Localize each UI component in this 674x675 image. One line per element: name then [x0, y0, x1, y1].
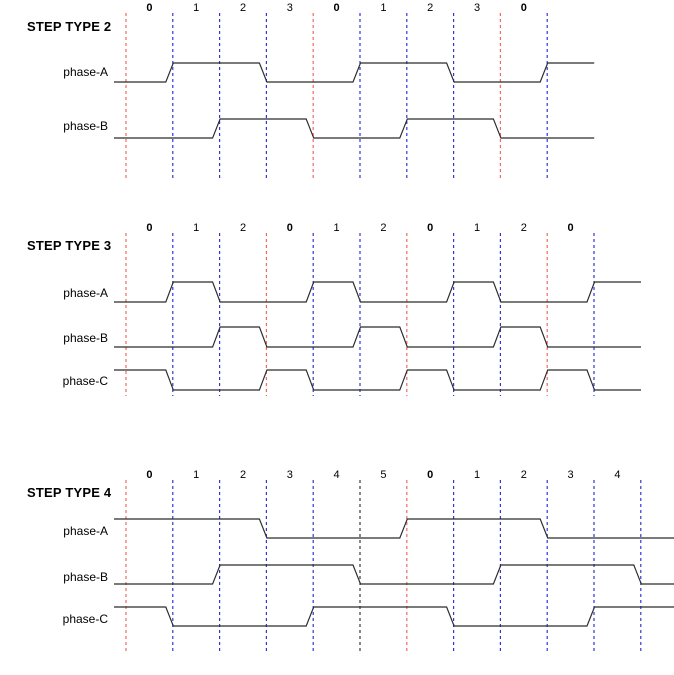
phase-label-b: phase-B [63, 570, 108, 584]
section-title: STEP TYPE 2 [27, 19, 112, 34]
waveform-phase-C [114, 369, 641, 391]
waveform-phase-A [114, 518, 674, 539]
step-number-label: 2 [520, 222, 527, 234]
step-number-label: 1 [473, 222, 481, 234]
section-title: STEP TYPE 4 [27, 485, 112, 500]
section-step-type-4: STEP TYPE 4 phase-A phase-B phase-C 0 1 2 3… [0, 461, 674, 675]
step-number-label: 0 [286, 222, 293, 234]
phase-label-c: phase-C [62, 374, 108, 388]
step-number-label: 3 [567, 469, 574, 481]
step-number-label: 0 [567, 222, 574, 234]
phase-label-a: phase-A [63, 65, 108, 79]
section-step-type-2: STEP TYPE 2 phase-A phase-B 0 1 2 3 0 1 2 3 0 [0, 0, 674, 200]
step-number-label: 2 [427, 2, 434, 14]
step-number-label: 5 [380, 469, 387, 481]
step-number-label: 2 [520, 469, 527, 481]
step-number-label: 4 [614, 469, 621, 481]
waveform-canvas [114, 480, 674, 651]
phase-label-b: phase-B [63, 331, 108, 345]
phase-label-a: phase-A [63, 524, 108, 538]
waveform-phase-B [114, 564, 674, 585]
step-number-label: 3 [286, 2, 293, 14]
step-number-label: 1 [380, 2, 387, 14]
phase-label-a: phase-A [63, 286, 108, 300]
section-title: STEP TYPE 3 [27, 238, 112, 253]
step-number-label: 1 [193, 469, 200, 481]
section-step-type-3: STEP TYPE 3 phase-A phase-B phase-C 0 1 2 0… [0, 222, 674, 419]
step-number-label: 0 [520, 2, 527, 14]
step-number-label: 0 [427, 469, 434, 481]
step-number-label: 3 [473, 2, 481, 14]
waveform-phase-A [114, 62, 595, 83]
step-number-label: 0 [146, 2, 153, 14]
step-number-label: 0 [333, 2, 340, 14]
waveform-phase-B [114, 118, 595, 139]
step-number-label: 2 [239, 469, 247, 481]
waveform-canvas [114, 233, 641, 396]
waveform-canvas [114, 13, 595, 178]
waveform-phase-B [114, 326, 641, 348]
phase-label-c: phase-C [62, 612, 108, 626]
step-number-label: 1 [333, 222, 340, 234]
step-number-label: 0 [146, 222, 153, 234]
step-number-label: 2 [239, 2, 247, 14]
step-number-label: 3 [286, 469, 293, 481]
step-number-label: 2 [239, 222, 247, 234]
step-number-label: 2 [380, 222, 387, 234]
step-number-label: 0 [146, 469, 153, 481]
step-number-label: 1 [193, 2, 200, 14]
phase-label-b: phase-B [63, 119, 108, 133]
step-number-label: 0 [427, 222, 434, 234]
waveform-phase-A [114, 281, 641, 303]
waveform-phase-C [114, 606, 674, 627]
step-number-label: 1 [193, 222, 200, 234]
step-number-label: 1 [473, 469, 481, 481]
step-number-label: 4 [333, 469, 340, 481]
